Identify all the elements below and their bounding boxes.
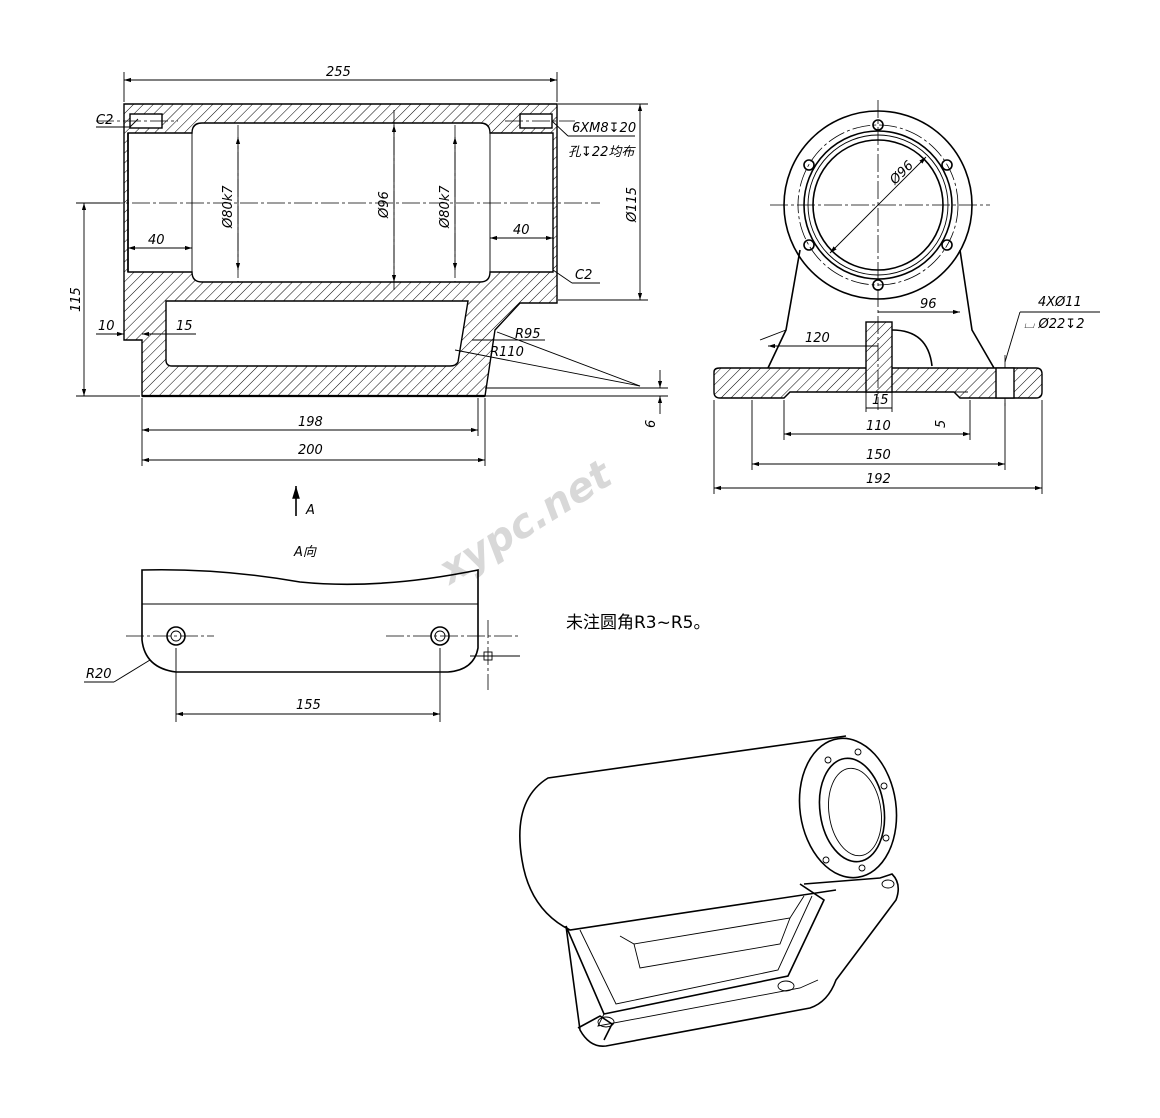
- holes-note-2: ⌴ Ø22↧2: [1024, 317, 1084, 332]
- bottom-radius-r20: R20: [86, 667, 112, 682]
- thread-note-2: 孔↧22均布: [568, 145, 636, 160]
- watermark: xypc.net: [429, 451, 621, 595]
- dim-255: 255: [326, 65, 351, 80]
- front-section-view: 255 Ø80k7 Ø96 Ø80k7 40 40 C2 C2 6XM8↧20 …: [69, 65, 668, 518]
- dim-dia80-left: Ø80k7: [221, 185, 236, 229]
- chamfer-c2-bottom: C2: [575, 268, 592, 283]
- side-dim-15: 15: [872, 393, 889, 408]
- dim-10: 10: [98, 319, 115, 334]
- dim-115-height: 115: [69, 287, 84, 312]
- side-dim-192: 192: [866, 472, 891, 487]
- front-cavity: [165, 300, 469, 367]
- dim-dia80-right: Ø80k7: [438, 185, 453, 229]
- side-dim-5: 5: [934, 420, 949, 428]
- side-dim-96: 96: [920, 297, 937, 312]
- bottom-view-a: A向 R20 155: [84, 545, 520, 722]
- view-arrow-label: A: [305, 503, 315, 518]
- dim-dia96: Ø96: [377, 191, 392, 219]
- chamfer-c2-top: C2: [96, 113, 113, 128]
- dim-40-right: 40: [513, 223, 530, 238]
- dim-15-front: 15: [176, 319, 193, 334]
- iso-base: [565, 873, 900, 1047]
- radius-r95: R95: [515, 327, 541, 342]
- bottom-outline: [141, 568, 479, 673]
- side-dim-150: 150: [866, 448, 891, 463]
- thread-note-1: 6XM8↧20: [572, 121, 636, 136]
- radius-r110: R110: [490, 345, 524, 360]
- holes-note-1: 4XØ11: [1038, 295, 1082, 310]
- dim-40-left: 40: [148, 233, 165, 248]
- bottom-dim-155: 155: [296, 698, 321, 713]
- general-note: 未注圆角R3~R5。: [566, 613, 711, 633]
- dim-6: 6: [644, 420, 659, 428]
- dim-200: 200: [298, 443, 323, 458]
- dim-198: 198: [298, 415, 323, 430]
- side-dim-110: 110: [866, 419, 891, 434]
- side-view: Ø96 96 120 4XØ11 ⌴ Ø22↧2 15 110 5 150 1: [713, 100, 1100, 494]
- dim-dia115: Ø115: [625, 187, 640, 223]
- side-dim-120: 120: [805, 331, 830, 346]
- side-dim-dia96: Ø96: [887, 158, 917, 188]
- iso-cylinder: [519, 735, 847, 931]
- isometric-view: [519, 735, 900, 1047]
- bottom-view-title: A向: [293, 545, 317, 560]
